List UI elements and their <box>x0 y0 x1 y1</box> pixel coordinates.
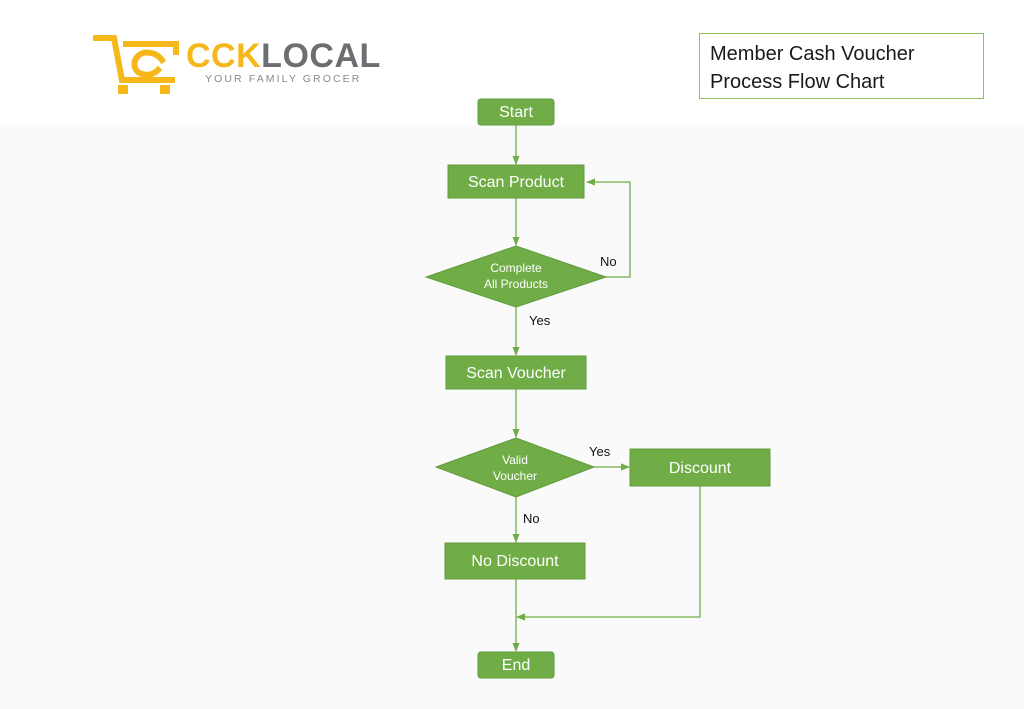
label-complete-line-2: All Products <box>484 277 548 291</box>
node-valid-voucher <box>434 437 596 498</box>
label-valid-line-1: Valid <box>502 453 528 467</box>
cck-local-logo: CCKLOCAL YOUR FAMILY GROCER <box>92 30 380 98</box>
brand-tagline: YOUR FAMILY GROCER <box>205 73 362 85</box>
edge-label-complete-yes: Yes <box>529 313 551 328</box>
title-line-1: Member Cash Voucher <box>710 43 915 65</box>
node-discount <box>629 448 771 487</box>
label-valid-line-2: Voucher <box>493 469 537 483</box>
label-no-discount: No Discount <box>471 553 559 570</box>
node-scan-voucher <box>445 355 587 390</box>
edge-complete-no-loop <box>586 178 631 278</box>
node-end <box>477 651 555 679</box>
background-band <box>0 125 1024 709</box>
node-complete-all-products <box>424 245 608 308</box>
edge-discount-to-merge <box>516 486 701 621</box>
node-no-discount <box>444 542 586 580</box>
chart-title-box: Member Cash Voucher Process Flow Chart <box>699 33 984 99</box>
title-line-2: Process Flow Chart <box>710 71 885 93</box>
edge-label-valid-no: No <box>523 511 540 526</box>
label-scan-product: Scan Product <box>468 174 565 191</box>
edge-label-complete-no: No <box>600 254 617 269</box>
label-complete-line-1: Complete <box>490 261 542 275</box>
label-start: Start <box>499 104 533 121</box>
label-end: End <box>502 657 530 674</box>
shopping-cart-icon <box>93 35 179 94</box>
node-scan-product <box>447 164 585 199</box>
label-scan-voucher: Scan Voucher <box>466 365 566 382</box>
label-discount: Discount <box>669 460 732 477</box>
brand-name: CCKLOCAL <box>186 37 381 75</box>
edge-label-valid-yes: Yes <box>589 444 611 459</box>
node-start <box>477 98 555 126</box>
